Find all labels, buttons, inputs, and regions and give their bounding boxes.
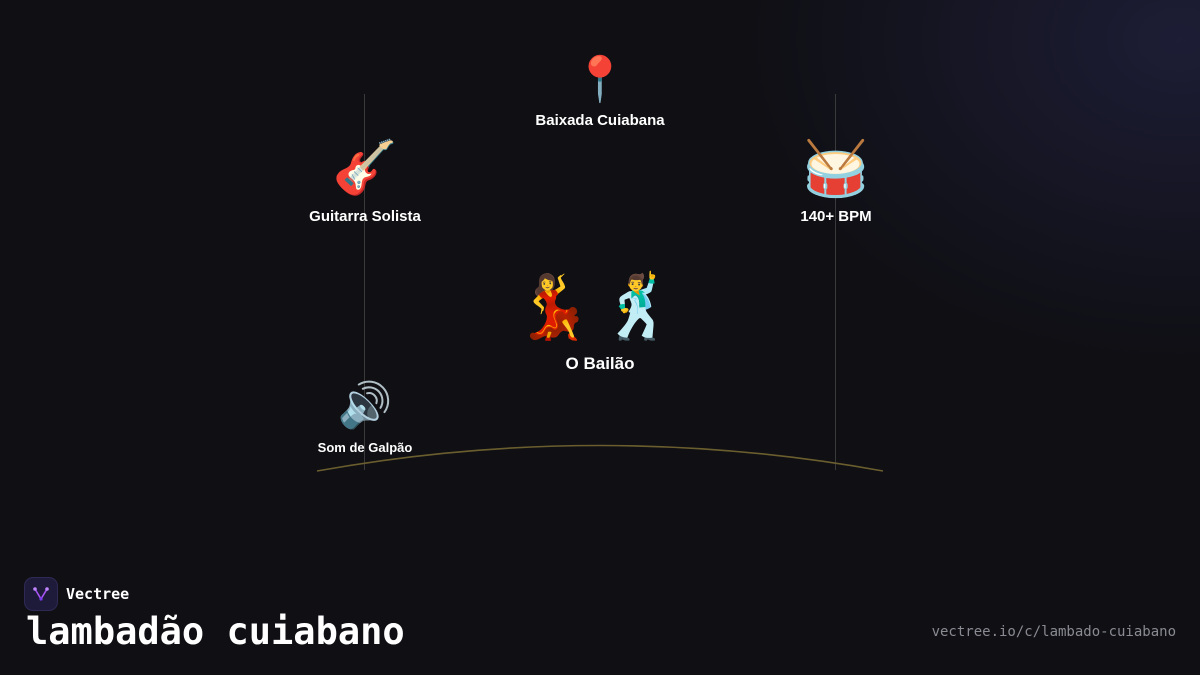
node-dancers-label: O Bailão: [565, 354, 635, 373]
brand: Vectree: [24, 577, 129, 611]
drum-icon: 🥁: [802, 137, 870, 200]
speaker-icon: 🔊: [337, 380, 393, 431]
stage-arc: [316, 444, 884, 472]
brand-name: Vectree: [66, 585, 130, 603]
source-url: vectree.io/c/lambado-cuiabano: [931, 624, 1176, 640]
node-speaker-label: Som de Galpão: [317, 440, 413, 455]
guitar-icon: 🎸: [332, 138, 398, 198]
node-bpm-label: 140+ BPM: [800, 208, 872, 225]
node-dancers: 💃🕺 O Bailão: [515, 276, 685, 374]
page-title: lambadão cuiabano: [26, 610, 405, 653]
node-guitar: 🎸 Guitarra Solista: [309, 142, 421, 225]
vectree-logo-icon: [24, 577, 58, 611]
node-bpm: 🥁 140+ BPM: [800, 137, 872, 226]
dancers-icon: 💃🕺: [514, 270, 686, 343]
node-location-label: Baixada Cuiabana: [535, 112, 665, 129]
node-guitar-label: Guitarra Solista: [309, 208, 421, 225]
node-location: 📍 Baixada Cuiabana: [535, 54, 665, 130]
round-pushpin-icon: 📍: [572, 54, 628, 105]
node-speaker: 🔊 Som de Galpão: [317, 380, 413, 456]
